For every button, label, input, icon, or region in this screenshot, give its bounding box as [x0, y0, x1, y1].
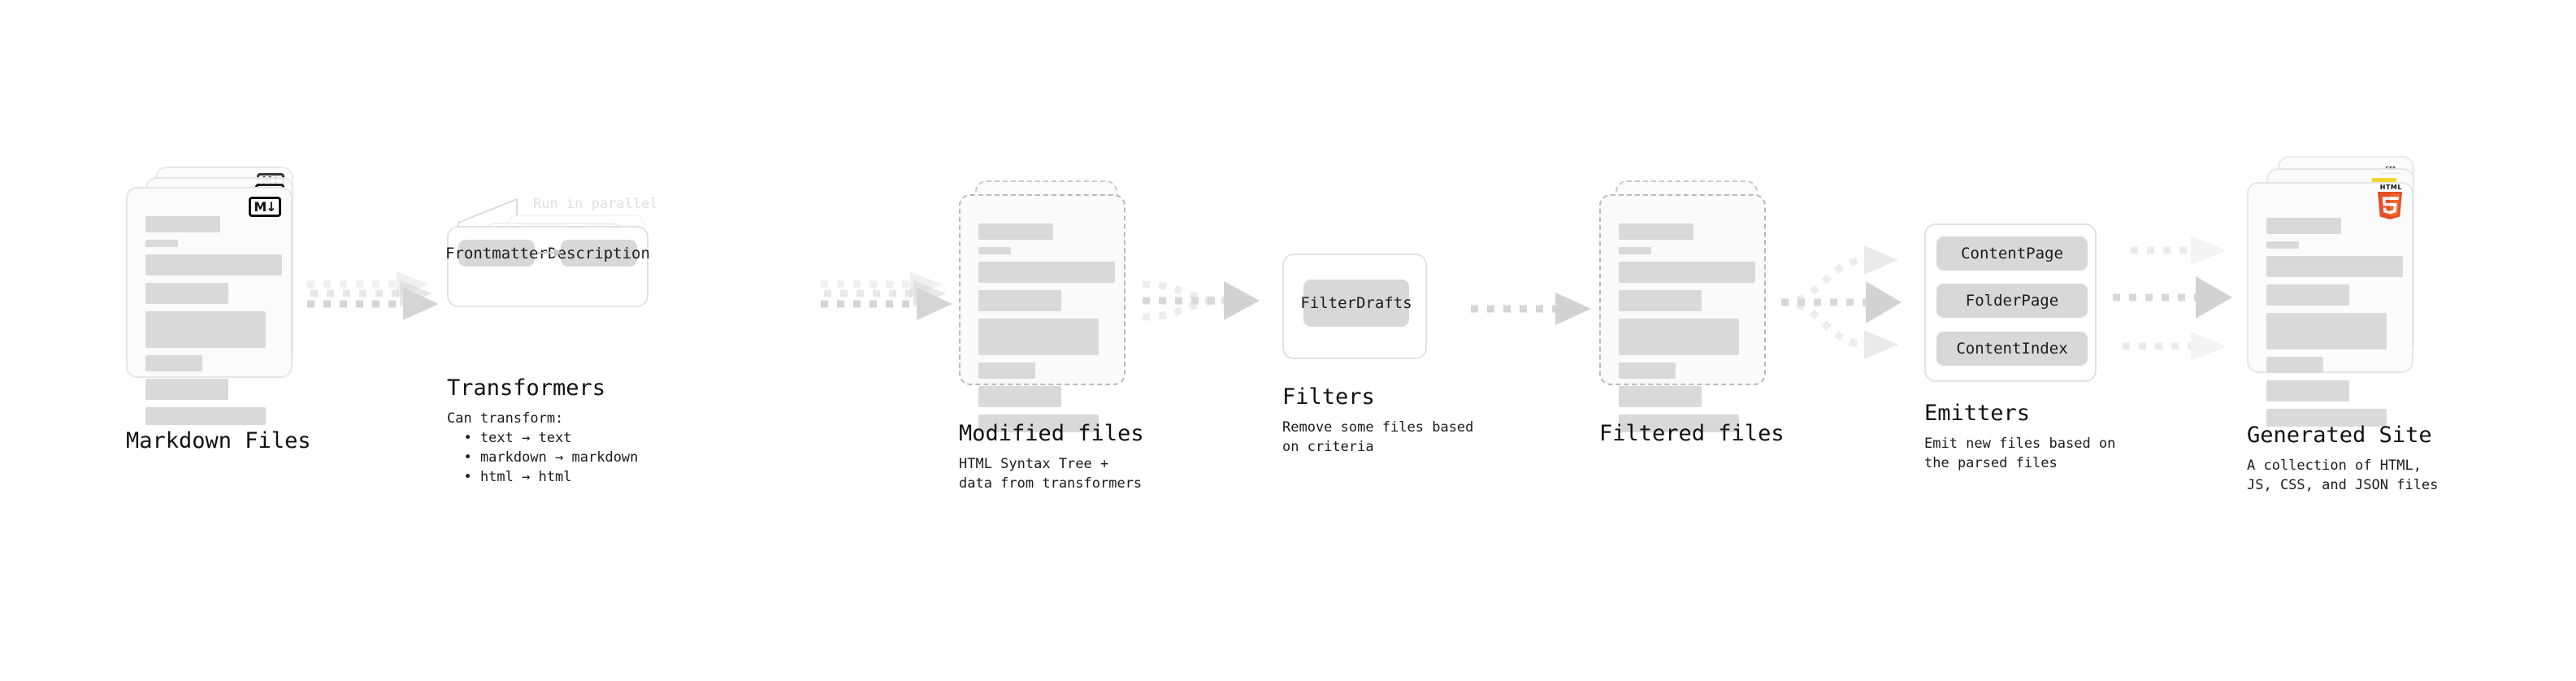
html5-wordmark: HTML: [2379, 184, 2402, 191]
stage-title-markdown-files: Markdown Files: [126, 428, 311, 453]
stage-title-transformers: Transformers: [447, 375, 606, 401]
stage-subtitle-modified-files: HTML Syntax Tree + data from transformer…: [959, 456, 1143, 492]
stage-title-filters: Filters: [1282, 384, 1375, 410]
run-in-parallel-note: Run in parallel: [533, 196, 658, 212]
emitters-box: ContentPage FolderPage ContentIndex: [1924, 223, 2097, 382]
stage-subtitle-emitters: Emit new files based on the parsed files: [1924, 436, 2116, 472]
filters-box: FilterDrafts: [1282, 254, 1427, 359]
dashed-arrow-single: [1471, 293, 1591, 325]
stage-markdown-files: M↓ M↓ M↓: [126, 167, 301, 425]
stage-filters: FilterDrafts: [1282, 254, 1427, 359]
connector-filtered-to-emitters: [1776, 239, 1923, 365]
modified-document-stack: [959, 180, 1134, 432]
stage-title-filtered-files: Filtered files: [1599, 421, 1785, 446]
stage-emitters: ContentPage FolderPage ContentIndex: [1924, 223, 2097, 382]
stage-transformers: Run in parallel Frontmatter: [445, 193, 658, 315]
doc-placeholder-lines: [978, 223, 1115, 440]
dashed-arrow-diverge: [1780, 245, 1902, 359]
connector-markdown-to-transformers: [307, 270, 445, 335]
stage-title-modified-files: Modified files: [959, 421, 1144, 446]
doc-card-front: [1599, 194, 1766, 432]
transformer-arrow-front: [538, 249, 562, 257]
html5-shield: [2377, 192, 2403, 219]
stage-title-emitters: Emitters: [1924, 401, 2031, 426]
pill-frontmatter[interactable]: Frontmatter: [445, 240, 548, 267]
stage-subtitle-generated-site: A collection of HTML, JS, CSS, and JSON …: [2247, 458, 2439, 494]
stage-title-generated-site: Generated Site: [2247, 423, 2432, 448]
doc-placeholder-lines: [2266, 218, 2403, 434]
stage-subtitle-transformers: Can transform: • text → text • markdown …: [447, 410, 639, 486]
connector-modified-to-filters: [1136, 258, 1282, 344]
stage-filtered-files: [1599, 180, 1774, 432]
dashed-arrow-converge: [1142, 280, 1260, 321]
stage-generated-site: CSS HTML: [2247, 156, 2422, 427]
stage-modified-files: [959, 180, 1134, 432]
markdown-document-stack: M↓ M↓ M↓: [126, 167, 301, 425]
pill-folderpage[interactable]: FolderPage: [1936, 284, 2088, 318]
dashed-arrow-group: [821, 271, 952, 320]
doc-card-front: [959, 194, 1125, 432]
dashed-arrow-group: [307, 271, 439, 320]
markdown-icon: M↓: [249, 197, 281, 217]
connector-transformers-to-modified: [821, 270, 959, 335]
pill-description[interactable]: Description: [548, 240, 650, 267]
transformer-box-front: Frontmatter Description: [445, 226, 650, 307]
html5-icon: [2376, 188, 2404, 223]
transformers-stack: Frontmatter Description: [445, 193, 650, 315]
site-document-stack: CSS HTML: [2247, 156, 2422, 427]
doc-card-front: HTML: [2247, 182, 2413, 427]
pill-contentpage[interactable]: ContentPage: [1936, 236, 2088, 271]
doc-placeholder-lines: [145, 216, 282, 432]
pill-contentindex[interactable]: ContentIndex: [1936, 332, 2088, 366]
filtered-document-stack: [1599, 180, 1774, 432]
dashed-arrow-group: [2113, 236, 2232, 361]
connector-emitters-to-site: [2106, 234, 2253, 364]
connector-filters-to-filtered: [1471, 291, 1601, 332]
doc-card-front: M↓: [126, 187, 293, 425]
doc-placeholder-lines: [1619, 223, 1755, 440]
stage-subtitle-filters: Remove some files based on criteria: [1282, 419, 1474, 456]
pill-filterdrafts[interactable]: FilterDrafts: [1300, 280, 1412, 327]
